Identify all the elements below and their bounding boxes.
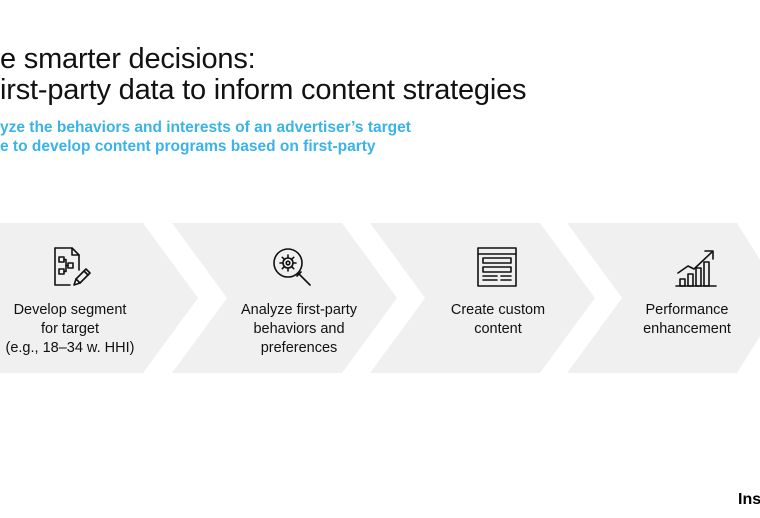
step-label-line: for target <box>40 321 100 337</box>
step-label-line: enhancement <box>643 321 731 337</box>
step-label-line: content <box>474 321 522 337</box>
subtitle-line-1: yze the behaviors and interests of an ad… <box>0 119 411 136</box>
step-label-line: Analyze first-party <box>240 302 358 318</box>
step-label-line: preferences <box>260 340 338 356</box>
process-flow: Develop segment for target (e.g., 18–34 … <box>0 223 760 373</box>
brand-logo-text: Ins <box>738 491 760 508</box>
step-label: Create custom content <box>423 301 573 339</box>
process-step-develop-segment: Develop segment for target (e.g., 18–34 … <box>0 223 198 373</box>
process-step-analyze: Analyze first-party behaviors and prefer… <box>172 223 397 373</box>
page-title: e smarter decisions: irst-party data to … <box>0 44 760 106</box>
title-line-2: irst-party data to inform content strate… <box>0 74 527 106</box>
step-label-line: Develop segment <box>13 302 127 318</box>
step-label: Develop segment for target (e.g., 18–34 … <box>0 301 145 358</box>
magnifier-gear-icon <box>270 245 314 289</box>
process-step-performance: Performance enhancement <box>567 223 760 373</box>
document-flowchart-pencil-icon <box>48 245 92 289</box>
bar-chart-trend-arrow-icon <box>674 245 718 289</box>
subtitle-line-2: e to develop content programs based on f… <box>0 138 376 155</box>
step-label: Performance enhancement <box>612 301 760 339</box>
step-label-line: behaviors and <box>253 321 345 337</box>
step-label: Analyze first-party behaviors and prefer… <box>224 301 374 358</box>
title-line-1: e smarter decisions: <box>0 43 256 75</box>
step-label-line: (e.g., 18–34 w. HHI) <box>5 340 135 356</box>
step-label-line: Performance <box>645 302 729 318</box>
page-subtitle: yze the behaviors and interests of an ad… <box>0 118 760 156</box>
process-step-create-content: Create custom content <box>370 223 595 373</box>
browser-window-content-icon <box>475 245 519 289</box>
step-label-line: Create custom <box>450 302 546 318</box>
